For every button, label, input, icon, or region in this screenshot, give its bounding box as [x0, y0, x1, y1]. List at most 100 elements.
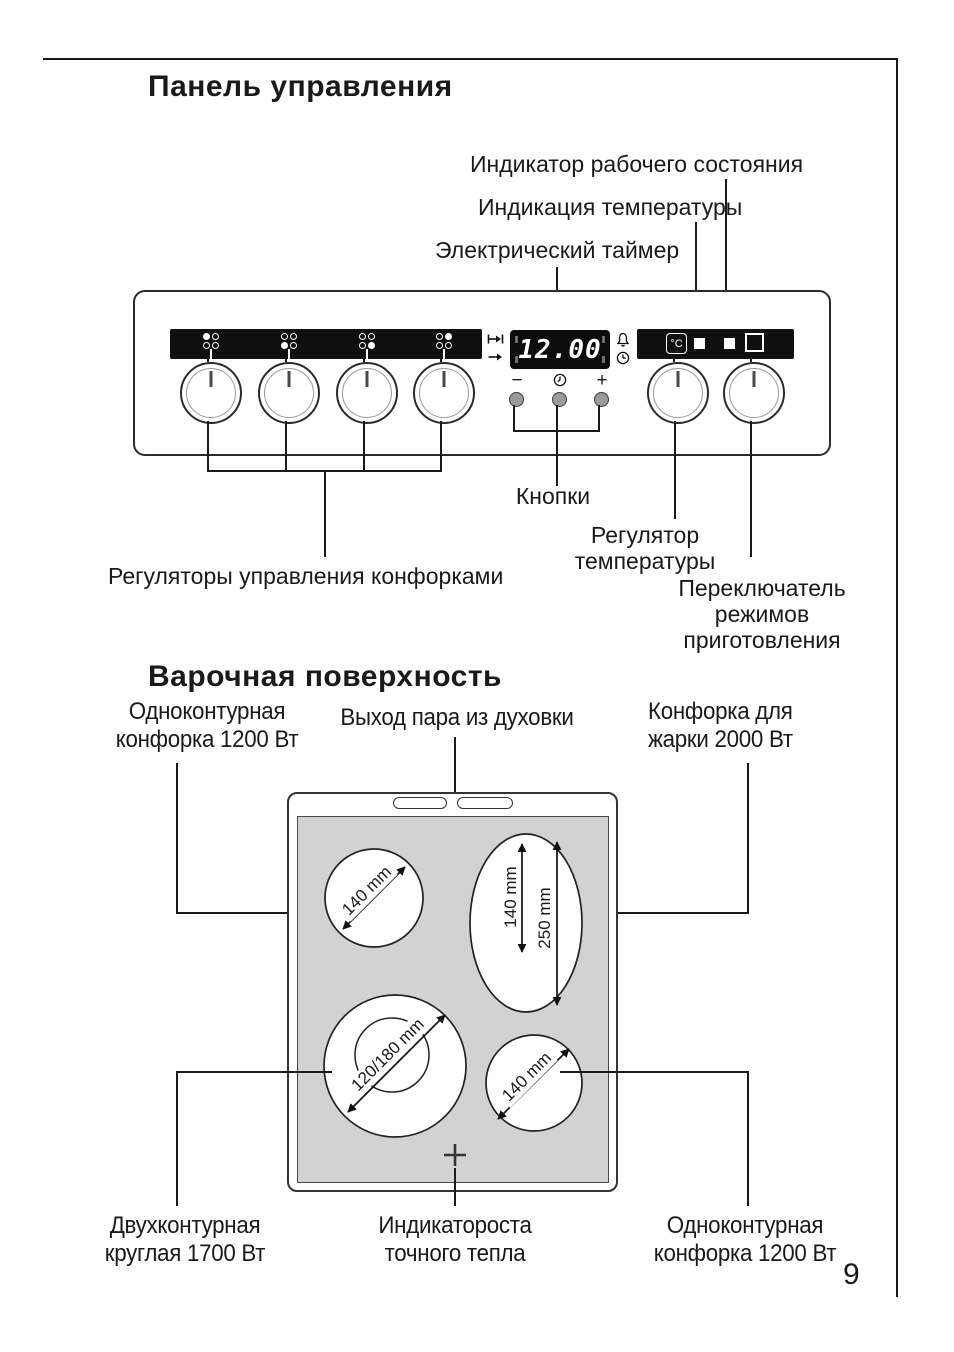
- callout-line-mode-knob: [750, 421, 752, 557]
- burner-position-icon: [436, 333, 452, 349]
- callout-line-single-bottom-v: [747, 1071, 749, 1206]
- knob-pointer: [676, 371, 680, 387]
- display-segment-mark: [602, 356, 605, 363]
- mode-indicator-square: [745, 333, 764, 352]
- callout-line-knob3: [363, 421, 365, 472]
- cook-duration-icon: [487, 334, 504, 344]
- dot: [436, 342, 443, 349]
- cook-end-icon: [488, 353, 502, 361]
- callout-line-residual-heat: [454, 1168, 456, 1206]
- burner-knob-1: [180, 362, 242, 424]
- dot: [436, 333, 443, 340]
- callout-line-steam: [454, 737, 456, 801]
- callout-line-single-bottom-h: [560, 1071, 749, 1073]
- timer-time: 12.00: [518, 334, 602, 365]
- label-residual-heat: Индикатороста точного тепла: [378, 1212, 532, 1268]
- indicator-tick: [366, 349, 368, 359]
- timer-mode-button: [552, 392, 567, 407]
- status-indicator-square: [724, 338, 735, 349]
- mode-knob: [723, 362, 785, 424]
- connector-line: [285, 357, 287, 362]
- callout-line-buttons: [556, 405, 558, 486]
- callout-line-dual-v: [176, 1071, 178, 1206]
- knob-pointer: [209, 371, 213, 387]
- display-segment-mark: [602, 336, 605, 343]
- section-title-control-panel: Панель управления: [148, 70, 453, 103]
- connector-line: [363, 357, 365, 362]
- callout-line-button1: [513, 405, 515, 432]
- label-temperature-display: Индикация температуры: [478, 194, 743, 220]
- display-segment-mark: [515, 336, 518, 343]
- dot: [212, 342, 219, 349]
- label-electric-timer: Электрический таймер: [435, 237, 680, 263]
- knob-pointer: [752, 371, 756, 387]
- callout-line-dual-h: [176, 1071, 332, 1073]
- celsius-indicator-icon: °C: [666, 333, 687, 354]
- oven-indicator-strip: °C: [637, 329, 794, 359]
- callout-line-knob2: [285, 421, 287, 472]
- steam-vent-left: [393, 797, 447, 809]
- page-top-rule: [43, 58, 898, 60]
- timer-display: 12.00: [510, 330, 610, 369]
- dim-oval-circle: 140 mm: [501, 863, 521, 931]
- label-single-burner-top: Одноконтурная конфорка 1200 Вт: [115, 698, 299, 754]
- callout-line-temperature-knob: [674, 421, 676, 519]
- callout-line-burner-controls: [324, 470, 326, 557]
- dot: [203, 342, 210, 349]
- label-burner-controls: Регуляторы управления конфорками: [108, 563, 504, 589]
- callout-line-temp-display: [695, 222, 697, 327]
- oval-burner: [469, 833, 583, 1013]
- dot: [281, 333, 288, 340]
- label-frying-burner: Конфорка для жарки 2000 Вт: [648, 698, 793, 754]
- burner-indicator-strip: [170, 329, 482, 359]
- residual-heat-plus-icon: [444, 1144, 466, 1166]
- knob-pointer: [442, 371, 446, 387]
- label-dual-burner: Двухконтурная круглая 1700 Вт: [104, 1212, 266, 1268]
- callout-line-knob1: [207, 421, 209, 472]
- dim-oval-full: 250 mm: [535, 884, 555, 952]
- bell-icon: [616, 332, 630, 347]
- indicator-tick: [443, 349, 445, 359]
- indicator-tick: [210, 349, 212, 359]
- dot: [445, 333, 452, 340]
- label-mode-selector: Переключатель режимов приготовления: [678, 575, 846, 653]
- connector-line: [207, 357, 209, 362]
- dot: [359, 333, 366, 340]
- label-steam-outlet: Выход пара из духовки: [340, 704, 574, 731]
- knob-pointer: [365, 371, 369, 387]
- timer-minus-button: [509, 392, 524, 407]
- burner-position-icon: [281, 333, 297, 349]
- page-number: 9: [843, 1258, 860, 1291]
- dot: [203, 333, 210, 340]
- label-buttons: Кнопки: [515, 483, 591, 509]
- connector-line: [750, 357, 752, 362]
- dot: [445, 342, 452, 349]
- burner-knob-2: [258, 362, 320, 424]
- callout-line-frying: [747, 763, 749, 914]
- burner-position-icon: [359, 333, 375, 349]
- cooktop-drawing: [323, 833, 583, 1166]
- clock-icon: [616, 351, 630, 365]
- connector-line: [673, 357, 675, 362]
- temperature-indicator-square: [694, 338, 705, 349]
- temperature-knob: [647, 362, 709, 424]
- label-status-indicator: Индикатор рабочего состояния: [470, 151, 804, 177]
- control-panel: 12.00 − + °C: [133, 290, 831, 456]
- connector-line: [440, 357, 442, 362]
- dot: [368, 342, 375, 349]
- timer-button-icon: [553, 373, 567, 387]
- dot: [290, 342, 297, 349]
- burner-position-icon: [203, 333, 219, 349]
- dot: [368, 333, 375, 340]
- indicator-tick: [288, 349, 290, 359]
- label-single-burner-bottom: Одноконтурная конфорка 1200 Вт: [653, 1212, 837, 1268]
- plus-symbol: +: [596, 370, 608, 391]
- knob-pointer: [287, 371, 291, 387]
- display-segment-mark: [515, 356, 518, 363]
- callout-line-single-top: [176, 763, 178, 914]
- callout-line-single-top-h: [176, 912, 336, 914]
- dot: [281, 342, 288, 349]
- section-title-cooktop: Варочная поверхность: [148, 660, 502, 693]
- burner-knob-3: [336, 362, 398, 424]
- page-right-rule: [896, 58, 898, 1297]
